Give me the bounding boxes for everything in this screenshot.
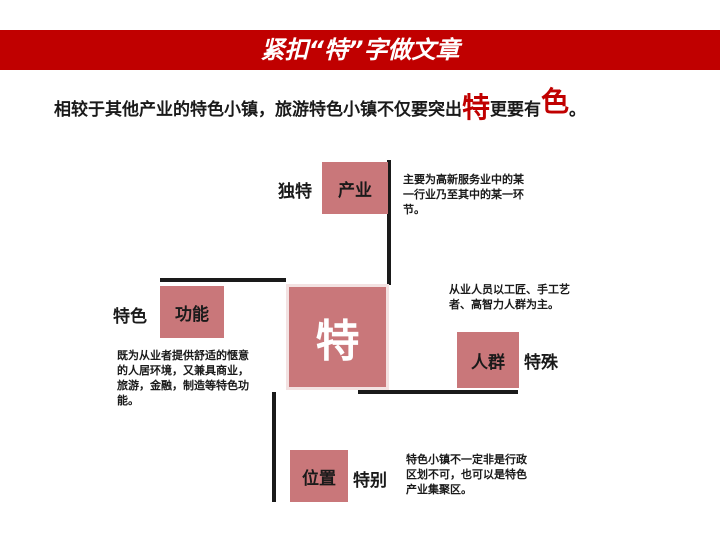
location-box: 位置 [290,450,348,502]
subtitle-middle: 更要有 [490,100,542,120]
industry-box: 产业 [322,162,388,214]
subtitle-prefix: 相较于其他产业的特色小镇，旅游特色小镇不仅要突出 [54,100,462,120]
function-box: 功能 [160,286,224,338]
pinwheel-line-left [160,278,286,282]
subtitle: 相较于其他产业的特色小镇，旅游特色小镇不仅要突出特更要有色。 [54,80,714,124]
center-box-te: 特 [286,284,389,390]
people-box-label: 人群 [471,352,505,373]
people-description: 从业人员以工匠、手工艺者、高智力人群为主。 [449,283,570,311]
pinwheel-line-top [387,160,391,285]
location-description: 特色小镇不一定非是行政区划不可，也可以是特色产业集聚区。 [406,453,527,496]
industry-label: 独特 [278,182,312,202]
page-title: 紧扣“特”字做文章 [260,36,460,64]
location-label: 特别 [353,471,387,491]
people-box: 人群 [457,332,519,388]
function-label: 特色 [113,307,147,327]
people-label: 特殊 [524,353,558,373]
industry-box-label: 产业 [338,180,372,201]
subtitle-suffix: 。 [569,100,587,120]
industry-description: 主要为高新服务业中的某一行业乃至其中的某一环节。 [403,173,524,216]
pinwheel-line-right [358,390,518,394]
function-description: 既为从业者提供舒适的惬意的人居环境，又兼具商业，旅游，金融，制造等特色功能。 [117,349,249,407]
pinwheel-line-bottom [272,392,276,502]
subtitle-emphasis-te: 特 [462,91,491,124]
subtitle-emphasis-se: 色 [541,85,570,118]
center-label: 特 [315,316,360,367]
location-box-label: 位置 [302,468,336,489]
function-box-label: 功能 [175,304,209,325]
title-banner: 紧扣“特”字做文章 [0,30,720,70]
